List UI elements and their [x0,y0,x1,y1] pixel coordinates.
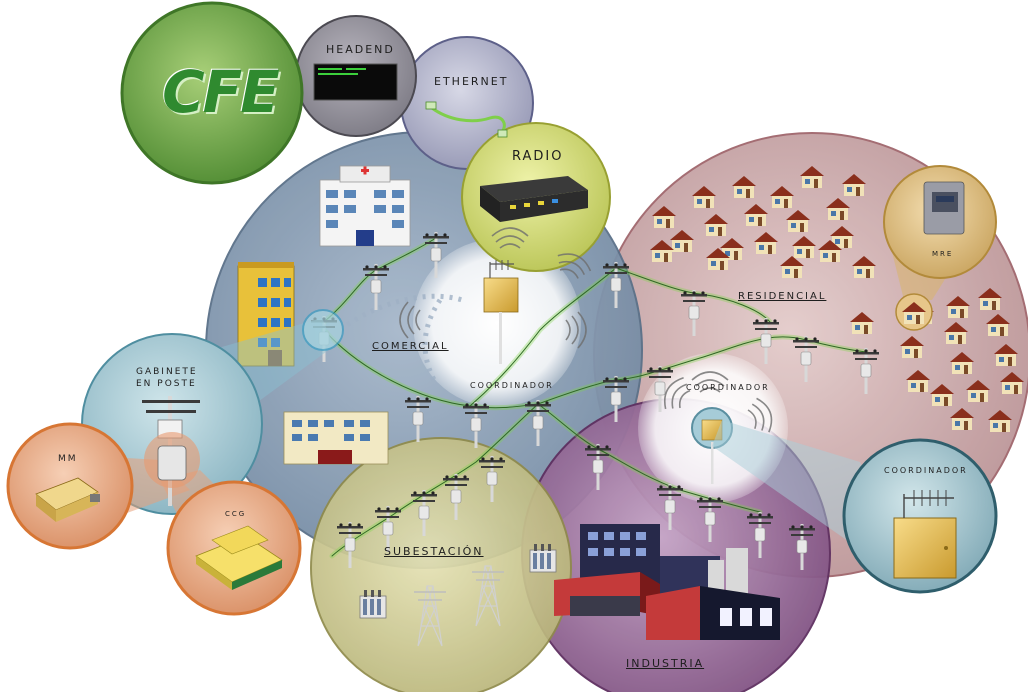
cabinet-box-icon [157,445,187,481]
mm-module-icon [35,477,100,522]
mre-label: MRE [932,250,954,258]
power-lines [321,235,869,559]
ccg-label: CCG [225,510,247,518]
headend-label: HEADEND [326,43,395,56]
comercial-label: Comercial [372,341,449,352]
hospital-icon [319,165,411,247]
residencial-label: Residencial [738,291,827,302]
coordinador-halo-center [413,239,581,407]
ccg-board-icon [195,525,283,590]
school-building-icon [283,411,389,465]
mm-label: MM [58,454,78,464]
subestacion-region [310,437,572,692]
apartment-building-icon [237,262,295,367]
router-icon [480,176,588,222]
cfe-bubble [120,1,304,185]
meter-icon [923,181,965,235]
gabinete-label-line2: en Poste [136,379,197,389]
coordinador-small-label: Coordinador [686,383,770,392]
antenna-box-icon [483,260,519,364]
ethernet-cable-icon [425,101,508,138]
cfe-logo: CFE [162,58,280,126]
comercial-dashed-arc [338,293,463,392]
terminal-screen-icon [313,63,398,101]
coordinador-center-label: Coordinador [470,381,554,390]
coordinador-callout-label: Coordinador [884,466,968,475]
gabinete-label-line1: Gabinete [136,367,198,377]
coordinador-bubble [842,438,998,594]
industria-label: INDUSTRIA [626,657,705,670]
antenna-box-large-icon [893,490,957,579]
gabinete-target-ring [302,309,344,351]
radio-label: RADIO [512,149,564,164]
factory-icon [554,524,780,640]
ethernet-label: ETHERNET [434,75,509,88]
subestacion-label: Subestación [384,545,484,558]
